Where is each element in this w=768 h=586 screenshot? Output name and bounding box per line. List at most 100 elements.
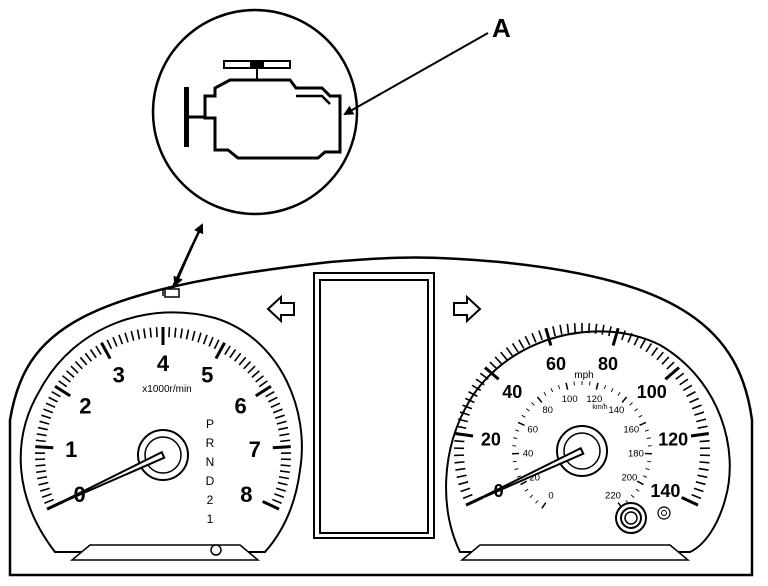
speedometer-kmh-tick (565, 382, 569, 390)
tachometer-tick (255, 375, 265, 383)
speedometer-kmh-number: 160 (623, 424, 639, 435)
tachometer-tick (278, 475, 289, 480)
speedometer-tick (471, 384, 482, 392)
speedometer-kmh-tick (621, 396, 628, 403)
tachometer-tick (130, 330, 135, 341)
speedometer-tick (645, 343, 653, 353)
speedometer-mph-number: 100 (637, 382, 667, 402)
speedometer-kmh-tick (647, 460, 652, 463)
speedometer-tick (689, 397, 700, 404)
tachometer-tick (279, 433, 290, 437)
speedometer-tick (494, 356, 503, 365)
speedometer-tick (661, 356, 670, 365)
tachometer-tick (274, 414, 285, 420)
speedometer-kmh-tick (524, 488, 529, 492)
speedometer-kmh-tick (514, 468, 519, 471)
tachometer-tick (35, 445, 54, 450)
tachometer-tick (45, 402, 56, 408)
speedometer-tick (587, 323, 591, 334)
speedometer-tick (457, 418, 468, 423)
speedometer-kmh-tick (517, 421, 525, 426)
speedometer-tick (464, 397, 475, 404)
trip-reset-knob-icon[interactable] (615, 502, 647, 534)
speedometer-tick (693, 487, 704, 493)
speedometer-tick (633, 335, 640, 346)
tachometer-tick (124, 332, 129, 343)
tachometer-number: 3 (113, 362, 125, 387)
tachometer-number: 8 (240, 482, 252, 507)
tachometer-tick (275, 487, 287, 492)
tachometer-tick (191, 330, 196, 341)
speedometer-tick (462, 493, 473, 500)
callout-label: A (492, 13, 511, 43)
speedometer-tick (679, 378, 689, 386)
speedometer-tick (697, 474, 708, 479)
tachometer-tick (208, 336, 214, 347)
speedometer-kmh-tick (645, 468, 650, 471)
tachometer-tick (185, 329, 190, 340)
speedometer-kmh-number: 0 (548, 491, 553, 502)
speedometer-kmh-tick (630, 494, 635, 499)
speedometer-tick (531, 332, 537, 343)
speedometer-mph-number: 140 (650, 481, 680, 501)
speedometer-kmh-tick (531, 402, 535, 406)
speedometer-tick (538, 330, 543, 341)
tachometer-tick (224, 345, 231, 355)
speedometer-tick (686, 391, 696, 398)
tachometer-tick (254, 384, 272, 398)
speedometer-tick (479, 372, 489, 380)
speedometer-tick (544, 327, 553, 346)
speedometer-tick (559, 324, 563, 335)
tachometer-tick (35, 464, 46, 467)
tachometer-tick (38, 481, 49, 486)
speedometer-kmh-tick (550, 388, 554, 393)
speedometer-tick (462, 404, 473, 410)
tachometer-tick (112, 336, 118, 347)
speedometer-kmh-number: 200 (621, 472, 637, 483)
speedometer-tick (695, 481, 706, 486)
gear-letter: N (206, 455, 215, 469)
speedometer-tick (489, 361, 498, 370)
speedometer-tick (621, 330, 626, 341)
speedometer-mph-number: 60 (546, 354, 566, 374)
speedometer-face-base (459, 544, 691, 561)
speedometer-kmh-tick (513, 437, 518, 439)
speedometer-tick (696, 418, 707, 423)
tachometer-tick (41, 493, 52, 498)
tachometer-tick (251, 370, 260, 378)
speedometer-tick (639, 339, 646, 349)
speedometer-tick (468, 391, 478, 398)
speedometer-tick (675, 372, 685, 380)
speedometer-mph-number: 120 (658, 429, 688, 449)
tachometer-tick (118, 334, 124, 345)
speedometer-kmh-number: 180 (628, 449, 644, 460)
speedometer-kmh-number: 60 (527, 424, 538, 435)
speedometer-mph-number: 20 (481, 429, 501, 449)
speedometer-tick (456, 474, 467, 479)
speedometer-kmh-number: 100 (562, 394, 578, 405)
speedometer-kmh-number: 140 (608, 405, 624, 416)
tachometer-tick (268, 396, 278, 403)
speedometer-tick (454, 461, 465, 464)
speedometer-tick (608, 326, 612, 337)
tachometer-tick (37, 426, 48, 431)
speedometer-tick (697, 425, 708, 429)
tachometer-number: 1 (65, 437, 77, 462)
tachometer-tick (270, 402, 281, 408)
speedometer-tick (650, 347, 659, 357)
speedometer-tick (681, 496, 699, 507)
speedometer-tick (475, 378, 485, 386)
tachometer-tick (272, 445, 291, 450)
speedometer-kmh-tick (639, 421, 647, 426)
tachometer-tick (280, 464, 291, 467)
speedometer-kmh-tick (644, 429, 649, 432)
tachometer-tick (265, 391, 275, 398)
tachometer-tick (61, 375, 71, 383)
speedometer-tick (611, 327, 620, 346)
tachometer-tick (89, 349, 97, 359)
speedometer-kmh-number: 220 (605, 491, 621, 502)
